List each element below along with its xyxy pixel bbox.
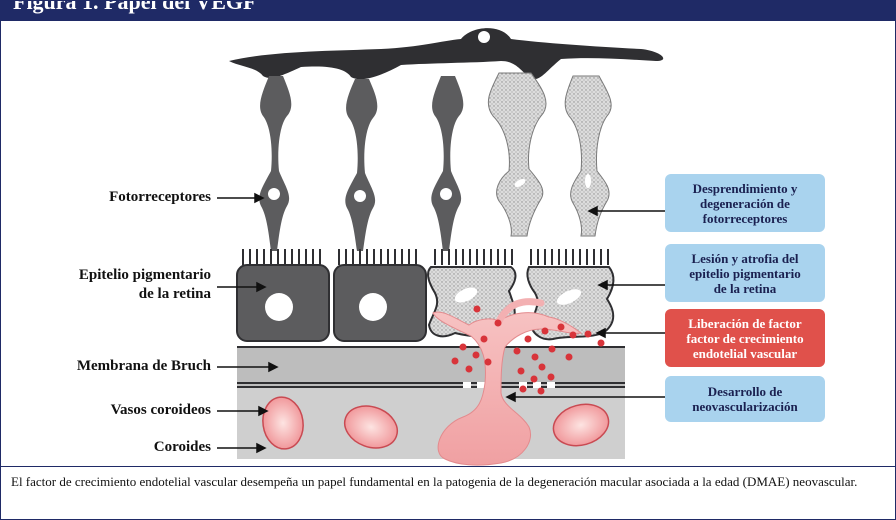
figure-caption: El factor de crecimiento endotelial vasc… (11, 473, 881, 491)
label-photoreceptors: Fotorreceptores (41, 188, 211, 207)
callout-detachment-line1: Desprendimiento y (693, 181, 798, 196)
rpe-cell-2 (334, 265, 426, 341)
label-rpe-line1: Epitelio pigmentario (21, 266, 211, 285)
bruch-membrane (237, 347, 625, 387)
figure-title-bar: Figura 1. Papel del VEGF (1, 1, 895, 21)
callout-neovascular: Desarrollo de neovascularización (665, 376, 825, 422)
neural-network-top (229, 28, 663, 79)
callout-release: Liberación de factor factor de crecimien… (665, 309, 825, 367)
label-choroid: Coroides (21, 438, 211, 457)
photoreceptor-dark-3 (431, 76, 463, 251)
callout-detachment-line2: degeneración de (693, 196, 798, 211)
callout-lesion: Lesión y atrofia del epitelio pigmentari… (665, 244, 825, 302)
label-choroid-vessels: Vasos coroideos (21, 401, 211, 420)
callout-lesion-line1: Lesión y atrofia del (689, 251, 801, 266)
callout-release-line1: Liberación de factor (686, 316, 803, 331)
callout-detachment: Desprendimiento y degeneración de fotorr… (665, 174, 825, 232)
callout-neovascular-line2: neovascularización (692, 399, 797, 414)
callout-detachment-line3: fotorreceptores (693, 211, 798, 226)
label-rpe-line2: de la retina (21, 285, 211, 304)
callout-release-line3: endotelial vascular (686, 346, 803, 361)
callout-neovascular-line1: Desarrollo de (692, 384, 797, 399)
rpe-microvilli (243, 249, 608, 265)
callout-lesion-line3: de la retina (689, 281, 801, 296)
photoreceptor-dark-2 (345, 79, 377, 251)
label-rpe: Epitelio pigmentario de la retina (21, 266, 211, 304)
callout-lesion-line2: epitelio pigmentario (689, 266, 801, 281)
photoreceptor-degenerating-1 (488, 73, 546, 236)
caption-divider (1, 466, 895, 467)
callout-release-line2: factor de crecimiento (686, 331, 803, 346)
diagram-stage: Fotorreceptores Epitelio pigmentario de … (1, 21, 895, 466)
figure-title: Figura 1. Papel del VEGF (1, 1, 895, 12)
label-bruch: Membrana de Bruch (21, 357, 211, 376)
photoreceptor-degenerating-2 (565, 76, 611, 236)
photoreceptor-dark-1 (259, 76, 291, 251)
rpe-cell-1 (237, 265, 329, 341)
